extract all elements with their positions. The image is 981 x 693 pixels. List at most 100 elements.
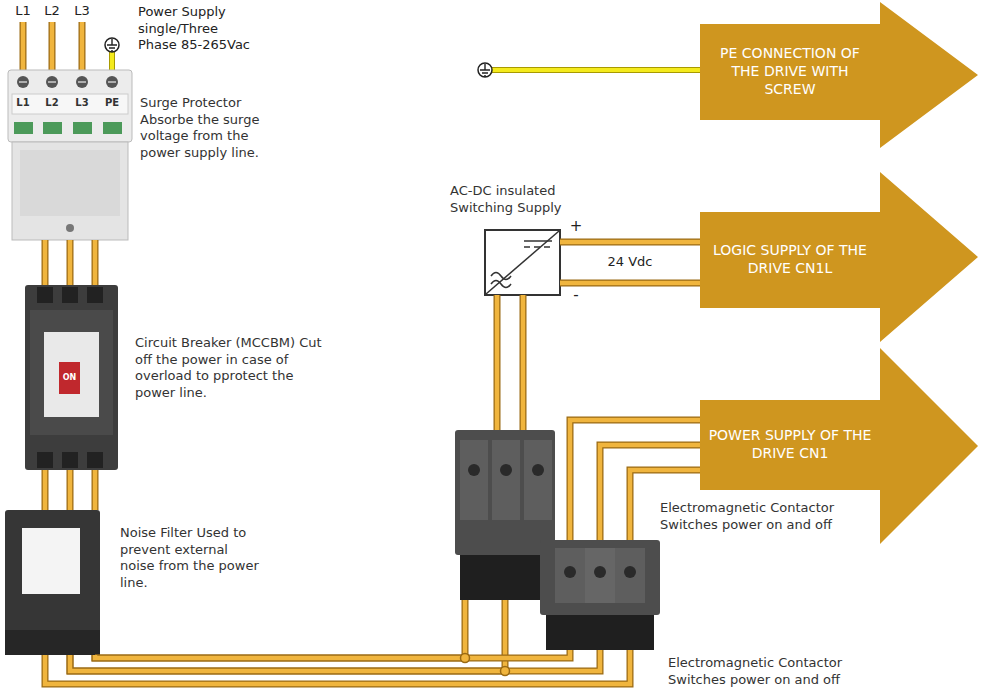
ground-symbol bbox=[110, 52, 114, 70]
wire-core bbox=[68, 240, 73, 285]
wire-outline bbox=[42, 470, 49, 510]
circuit-breaker-drawing bbox=[30, 310, 113, 435]
supply-note: Power Supply single/Three Phase 85-265Va… bbox=[138, 4, 250, 54]
ground-symbol bbox=[107, 39, 117, 51]
power-wire bbox=[560, 242, 700, 283]
surge-protector-drawing bbox=[8, 70, 132, 142]
circuit-breaker-drawing bbox=[25, 285, 118, 470]
switching-supply-drawing bbox=[486, 231, 559, 294]
surge-protector: L1L2L3PESurge Protector Absorbe the surg… bbox=[8, 70, 132, 240]
wire-core bbox=[560, 240, 700, 245]
contactor-drawing bbox=[585, 548, 615, 603]
supply-wires bbox=[50, 22, 55, 70]
wire-core bbox=[95, 650, 570, 658]
power-wire bbox=[497, 295, 523, 430]
device-caption: Circuit Breaker (MCCBM) Cut off the powe… bbox=[135, 335, 335, 402]
supply-wires bbox=[21, 22, 26, 70]
noise-filter-drawing bbox=[5, 510, 100, 655]
device-caption: Noise Filter Used to prevent external no… bbox=[120, 525, 265, 592]
surge-protector-drawing bbox=[73, 122, 92, 134]
wire-core bbox=[43, 470, 48, 510]
surge-protector-drawing bbox=[14, 122, 33, 134]
drive-arrow: PE CONNECTION OF THE DRIVE WITH SCREW bbox=[700, 2, 978, 148]
supply-wires bbox=[20, 22, 27, 70]
surge-protector-drawing bbox=[20, 150, 120, 216]
noise-filter-drawing bbox=[22, 528, 80, 594]
arrow-text: POWER SUPPLY OF THE DRIVE CN1 bbox=[700, 400, 880, 490]
arrow-outline bbox=[700, 348, 978, 544]
phase-label: L2 bbox=[39, 3, 65, 20]
wire-core bbox=[43, 240, 48, 285]
arrow-shape bbox=[700, 172, 978, 342]
contactor-drawing bbox=[532, 464, 544, 476]
contactor-drawing bbox=[500, 464, 512, 476]
drive-arrow: POWER SUPPLY OF THE DRIVE CN1 bbox=[700, 348, 978, 544]
circuit-breaker: ONCircuit Breaker (MCCBM) Cut off the po… bbox=[25, 285, 118, 470]
contactor-drawing bbox=[524, 440, 552, 520]
circuit-breaker-drawing bbox=[62, 452, 78, 468]
wire-outline bbox=[494, 295, 501, 430]
power-wire bbox=[45, 240, 95, 285]
arrow-text: LOGIC SUPPLY OF THE DRIVE CN1L bbox=[700, 212, 880, 308]
contactor-drawing bbox=[546, 615, 654, 650]
ground-symbol bbox=[105, 38, 119, 52]
switching-supply-drawing bbox=[524, 240, 552, 242]
polarity-sign: + bbox=[568, 217, 584, 236]
wire-core bbox=[68, 470, 73, 510]
circuit-breaker-drawing bbox=[25, 285, 118, 470]
wire-outline bbox=[520, 295, 527, 430]
switching-supply-drawing bbox=[485, 230, 560, 295]
contactor-drawing bbox=[460, 555, 550, 600]
junction-dot bbox=[501, 667, 510, 676]
terminal-label: PE bbox=[99, 97, 125, 110]
circuit-breaker-drawing bbox=[87, 287, 103, 303]
wire-core bbox=[70, 650, 600, 671]
supply-wires bbox=[49, 22, 56, 70]
circuit-breaker-drawing bbox=[37, 287, 53, 303]
circuit-breaker-drawing bbox=[62, 287, 78, 303]
wire-outline bbox=[92, 240, 99, 285]
phase-label: L3 bbox=[69, 3, 95, 20]
wire-outline bbox=[560, 280, 700, 287]
terminal-label: L2 bbox=[39, 97, 65, 110]
ground-symbol bbox=[492, 68, 700, 72]
power-wire bbox=[45, 650, 630, 684]
wire-core bbox=[93, 240, 98, 285]
switching-supply-drawing bbox=[524, 246, 552, 248]
terminal-label: L3 bbox=[69, 97, 95, 110]
switching-supply-drawing bbox=[491, 273, 511, 288]
arrow-shape bbox=[700, 348, 978, 544]
ground-symbol bbox=[480, 64, 490, 76]
ground-symbol bbox=[105, 38, 119, 70]
device-caption: AC-DC insulated Switching Supply bbox=[450, 183, 600, 216]
wire-outline bbox=[560, 239, 700, 246]
contactor-drawing bbox=[468, 464, 480, 476]
supply-wires bbox=[79, 22, 86, 70]
wire-core bbox=[45, 650, 630, 684]
junction-dot bbox=[461, 654, 470, 663]
ground-symbol bbox=[492, 67, 700, 73]
wire-outline bbox=[67, 470, 74, 510]
contactor-drawing bbox=[492, 440, 520, 520]
noise-filter: Noise Filter Used to prevent external no… bbox=[5, 510, 100, 655]
arrow-text: PE CONNECTION OF THE DRIVE WITH SCREW bbox=[700, 24, 880, 120]
wire-core bbox=[495, 295, 500, 430]
voltage-label: 24 Vdc bbox=[606, 254, 655, 271]
surge-protector-drawing bbox=[66, 224, 74, 232]
switching-supply: AC-DC insulated Switching Supply bbox=[485, 230, 560, 295]
contactor-drawing bbox=[555, 548, 585, 603]
noise-filter-drawing bbox=[5, 510, 100, 655]
supply-wires bbox=[23, 22, 82, 70]
wire-core bbox=[95, 600, 465, 658]
circuit-breaker-drawing bbox=[37, 452, 53, 468]
device-caption: Electromagnetic Contactor Switches power… bbox=[668, 655, 883, 688]
circuit-breaker-drawing bbox=[44, 332, 99, 417]
surge-protector-drawing bbox=[12, 142, 128, 240]
noise-filter-drawing bbox=[5, 630, 100, 655]
supply-wires bbox=[80, 22, 85, 70]
switch-label: ON bbox=[59, 373, 80, 383]
polarity-sign: - bbox=[568, 286, 584, 305]
ground-symbol bbox=[109, 52, 115, 70]
contactor-drawing bbox=[460, 440, 488, 520]
